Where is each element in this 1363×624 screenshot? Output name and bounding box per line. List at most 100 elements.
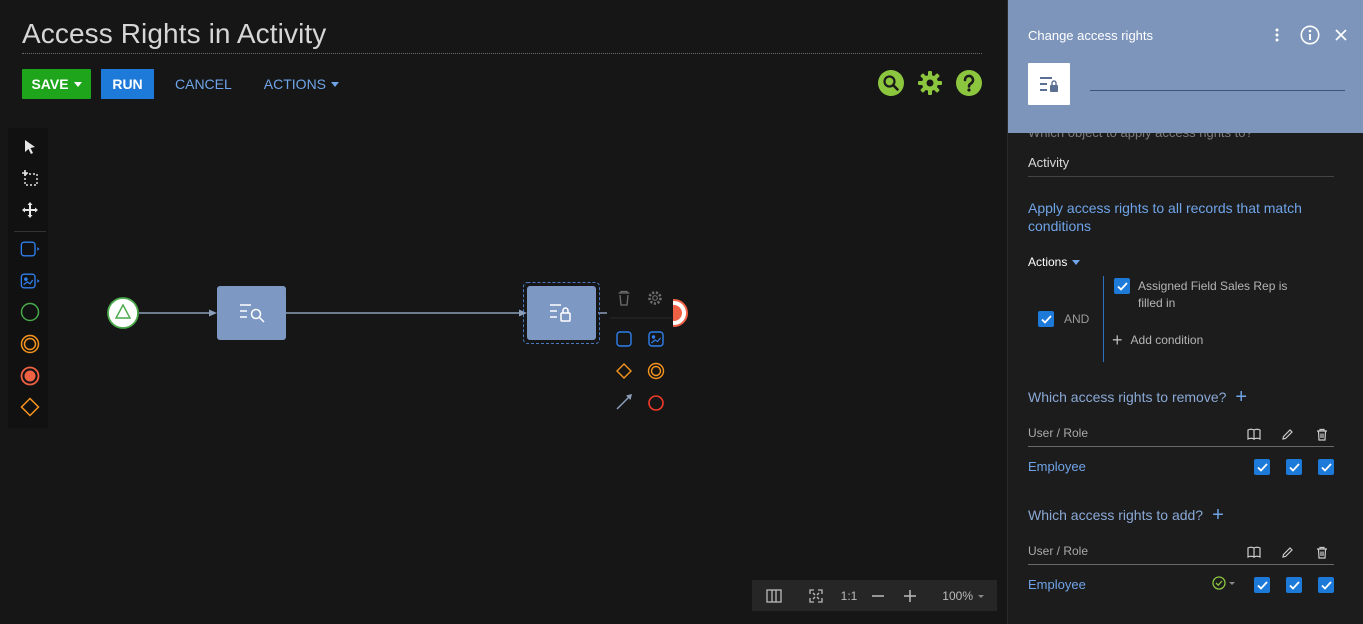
apply-conditions-link[interactable]: Apply access rights to all records that … [1028, 200, 1302, 234]
condition-group-bracket [1103, 276, 1104, 362]
delete-icon [1314, 426, 1330, 442]
add-condition-label: Add condition [1130, 333, 1204, 347]
read-right-checkbox[interactable] [1254, 459, 1270, 475]
sequence-flow[interactable] [286, 309, 527, 317]
task-icon[interactable] [616, 331, 632, 347]
element-context-menu [607, 283, 673, 418]
role-link[interactable]: Employee [1028, 459, 1086, 474]
panel-header: Change access rights [1008, 0, 1363, 133]
top-icon-group [878, 70, 982, 96]
read-data-task-node[interactable] [217, 286, 286, 340]
gateway-icon[interactable] [616, 363, 632, 379]
chevron-down-icon [1229, 582, 1235, 585]
plus-icon: + [1112, 330, 1123, 350]
add-right-icon[interactable]: + [1212, 504, 1224, 526]
object-field-value[interactable]: Activity [1028, 155, 1334, 177]
change-access-rights-task-node[interactable] [523, 282, 600, 344]
edit-right-checkbox[interactable] [1286, 577, 1302, 593]
save-button[interactable]: SAVE [22, 69, 91, 99]
add-condition-button[interactable]: + Add condition [1112, 330, 1204, 350]
edit-pencil-icon [1279, 544, 1295, 560]
element-palette [8, 128, 48, 428]
designer-toolbar: SAVE RUN CANCEL ACTIONS [22, 69, 351, 99]
add-rights-row: Employee [1028, 573, 1334, 597]
delete-right-checkbox[interactable] [1318, 459, 1334, 475]
actions-menu-button[interactable]: ACTIONS [252, 69, 351, 99]
condition-text[interactable]: Assigned Field Sales Rep is filled in [1138, 279, 1288, 310]
subprocess-icon[interactable] [648, 331, 664, 347]
chevron-down-icon [331, 82, 340, 87]
end-event-icon[interactable] [648, 395, 664, 411]
user-role-column-header: User / Role [1028, 426, 1089, 440]
intermediate-event-icon[interactable] [647, 362, 665, 380]
role-link[interactable]: Employee [1028, 577, 1086, 592]
zoom-in-icon[interactable] [894, 580, 926, 611]
remove-rights-header: Which access rights to remove? + [1028, 386, 1248, 408]
access-rights-icon [550, 304, 571, 322]
zoom-level-value: 100% [942, 588, 973, 603]
subprocess-icon[interactable] [20, 271, 40, 291]
grant-option-dropdown[interactable] [1212, 576, 1235, 590]
chevron-down-icon [978, 594, 984, 598]
task-icon[interactable] [20, 239, 40, 259]
search-icon[interactable] [878, 70, 904, 96]
edit-right-checkbox[interactable] [1286, 459, 1302, 475]
condition-checkbox[interactable] [1114, 278, 1130, 294]
add-rights-title: Which access rights to add? [1028, 507, 1204, 523]
marquee-select-icon[interactable] [20, 168, 40, 188]
read-book-icon [1246, 426, 1262, 442]
settings-gear-icon[interactable] [917, 70, 943, 96]
zoom-level-select[interactable]: 100% [926, 580, 992, 611]
element-properties-panel: Change access rights Which object to app… [1007, 0, 1363, 624]
save-label: SAVE [31, 76, 69, 92]
filter-actions-label: Actions [1028, 255, 1068, 269]
process-designer: Access Rights in Activity SAVE RUN CANCE… [0, 0, 1007, 624]
chevron-down-icon [1072, 260, 1081, 265]
pointer-icon[interactable] [20, 137, 40, 157]
triangle-icon [114, 303, 132, 319]
and-group-checkbox[interactable] [1038, 311, 1054, 327]
chevron-down-icon [73, 82, 82, 87]
check-circle-icon [1212, 576, 1226, 590]
element-name-input[interactable] [1090, 90, 1345, 91]
zoom-out-icon[interactable] [862, 580, 894, 611]
gateway-icon[interactable] [20, 397, 40, 417]
remove-rights-row: Employee [1028, 455, 1334, 479]
start-event-node[interactable] [107, 297, 139, 329]
panel-title: Change access rights [1028, 28, 1154, 43]
help-icon[interactable] [956, 70, 982, 96]
actual-size-button[interactable]: 1:1 [840, 588, 858, 603]
remove-rights-table-header: User / Role [1028, 423, 1334, 447]
cancel-button[interactable]: CANCEL [163, 69, 244, 99]
and-operator-label[interactable]: AND [1064, 312, 1090, 326]
diagram-canvas[interactable] [0, 0, 1007, 624]
add-rights-table-header: User / Role [1028, 541, 1334, 565]
read-data-icon [240, 304, 265, 323]
element-type-icon [1028, 63, 1070, 105]
start-event-icon[interactable] [20, 302, 40, 322]
fit-to-screen-icon[interactable] [796, 580, 836, 611]
settings-gear-icon[interactable] [648, 291, 662, 305]
info-icon[interactable] [1300, 25, 1320, 50]
end-event-icon[interactable] [20, 366, 40, 386]
flow-arrow-icon[interactable] [616, 394, 632, 410]
delete-icon[interactable] [618, 290, 630, 306]
actions-label: ACTIONS [263, 76, 327, 92]
more-vert-icon[interactable] [1274, 27, 1280, 48]
delete-right-checkbox[interactable] [1318, 577, 1334, 593]
delete-icon [1314, 544, 1330, 560]
panel-header-actions [1274, 25, 1348, 50]
run-button[interactable]: RUN [101, 69, 154, 99]
read-book-icon [1246, 544, 1262, 560]
selection-outline [523, 282, 600, 344]
minimap-icon[interactable] [752, 580, 796, 611]
page-title: Access Rights in Activity [22, 18, 982, 54]
intermediate-event-icon[interactable] [20, 334, 40, 354]
read-right-checkbox[interactable] [1254, 577, 1270, 593]
close-icon[interactable] [1334, 28, 1348, 47]
sequence-flow[interactable] [139, 309, 217, 317]
add-remove-right-icon[interactable]: + [1235, 386, 1248, 408]
pan-icon[interactable] [20, 200, 40, 220]
and-group: AND [1038, 311, 1089, 327]
filter-actions-dropdown[interactable]: Actions [1028, 255, 1081, 269]
